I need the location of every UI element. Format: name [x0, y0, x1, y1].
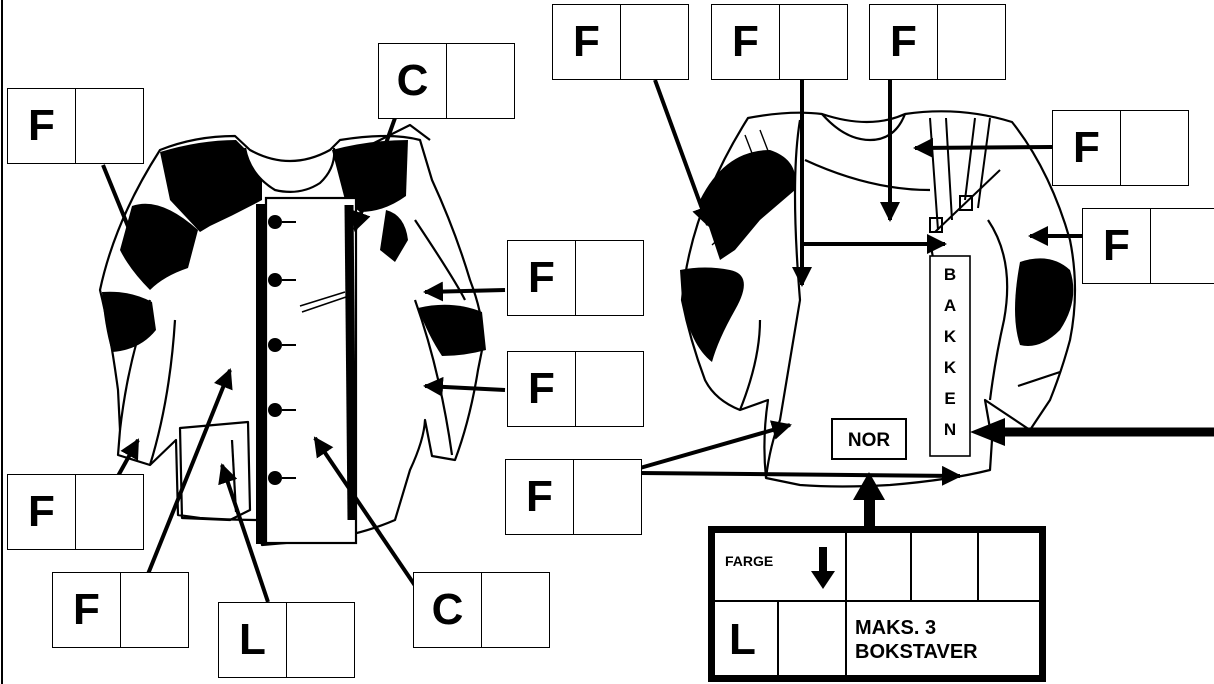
- label-box-f-left-shoulder: F: [7, 88, 144, 164]
- back-letter: K: [944, 327, 957, 346]
- back-letter: B: [944, 265, 956, 284]
- label-blank: [447, 44, 514, 118]
- label-code: F: [53, 573, 121, 647]
- label-box-f-right-collar: F: [1052, 110, 1189, 186]
- label-box-f-right-top-3: F: [869, 4, 1006, 80]
- label-box-f-right-top-2: F: [711, 4, 848, 80]
- label-box-l-left-pocket: L: [218, 602, 355, 678]
- label-box-f-left-front-panel: F: [52, 572, 189, 648]
- table-l-label: L: [729, 615, 756, 665]
- back-letter: N: [944, 420, 956, 439]
- label-box-f-left-cuff: F: [7, 474, 144, 550]
- down-arrow-icon: [811, 547, 835, 589]
- label-blank: [576, 352, 643, 426]
- color-letter-table: FARGE L MAKS. 3 BOKSTAVER: [708, 526, 1046, 682]
- label-box-c-left-button-strip: C: [413, 572, 550, 648]
- label-blank: [482, 573, 549, 647]
- label-code: F: [506, 460, 574, 534]
- label-box-c-left-chest: C: [378, 43, 515, 119]
- label-blank: [1151, 209, 1214, 283]
- label-code: F: [870, 5, 938, 79]
- label-box-f-left-lower-sleeve: F: [507, 351, 644, 427]
- label-blank: [1121, 111, 1188, 185]
- label-blank: [576, 241, 643, 315]
- back-jacket-patches: [680, 150, 1073, 362]
- label-code: L: [219, 603, 287, 677]
- back-letter: K: [944, 358, 957, 377]
- label-box-f-right-sleeve: F: [1082, 208, 1214, 284]
- label-blank: [76, 89, 143, 163]
- label-code: F: [8, 89, 76, 163]
- label-box-f-left-upper-sleeve: F: [507, 240, 644, 316]
- label-blank: [76, 475, 143, 549]
- label-code: F: [508, 241, 576, 315]
- label-code: F: [1083, 209, 1151, 283]
- label-code: C: [379, 44, 447, 118]
- label-code: F: [1053, 111, 1121, 185]
- label-blank: [121, 573, 188, 647]
- label-code: C: [414, 573, 482, 647]
- max-letters-line1: MAKS. 3: [855, 617, 936, 640]
- label-code: F: [553, 5, 621, 79]
- label-blank: [938, 5, 1005, 79]
- back-strap: [930, 118, 1000, 232]
- button-strip: [266, 198, 356, 543]
- nor-text: NOR: [848, 430, 891, 451]
- label-blank: [287, 603, 354, 677]
- label-blank: [574, 460, 641, 534]
- label-code: F: [8, 475, 76, 549]
- farge-label: FARGE: [725, 553, 773, 569]
- label-blank: [621, 5, 688, 79]
- label-code: F: [712, 5, 780, 79]
- label-blank: [780, 5, 847, 79]
- label-box-f-right-top-1: F: [552, 4, 689, 80]
- label-code: F: [508, 352, 576, 426]
- max-letters-line2: BOKSTAVER: [855, 641, 978, 664]
- back-letter: E: [944, 389, 955, 408]
- back-letter: A: [944, 296, 956, 315]
- label-box-f-right-hem: F: [505, 459, 642, 535]
